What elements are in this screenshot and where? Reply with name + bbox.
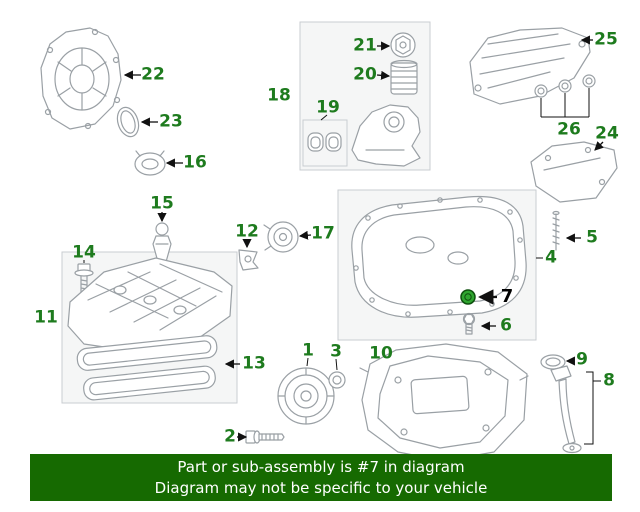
part-12-drawing [238,249,259,271]
part-24-drawing [530,141,618,203]
part-20-drawing [390,59,418,95]
part-4-drawing [351,195,527,318]
part-1-drawing [277,367,335,425]
part-6-drawing [462,312,476,335]
part-8-drawing [550,365,601,454]
callout-18[interactable]: 18 [267,85,291,106]
part-26-drawing [534,74,596,118]
part-oil-filter-housing-drawing [351,104,421,167]
banner-line1: Part or sub-assembly is #7 in diagram [177,457,465,476]
part-5-drawing [552,210,560,251]
callout-20[interactable]: 20 [353,64,377,85]
callout-2[interactable]: 2 [224,426,236,447]
callout-5[interactable]: 5 [586,227,598,248]
callout-11[interactable]: 11 [34,307,58,328]
callout-26[interactable]: 26 [557,119,581,140]
callout-7-highlighted[interactable]: 7 [500,286,514,307]
callout-15[interactable]: 15 [150,193,174,214]
callout-4[interactable]: 4 [545,247,557,268]
callout-1[interactable]: 1 [302,340,314,361]
callout-3[interactable]: 3 [330,341,342,362]
callout-23[interactable]: 23 [159,111,183,132]
callout-17[interactable]: 17 [311,223,335,244]
part-21-drawing [390,32,416,58]
part-11-drawing [67,257,233,353]
part-13-drawing [76,335,218,401]
callout-10[interactable]: 10 [369,343,393,364]
callout-9[interactable]: 9 [576,349,588,370]
part-3-drawing [328,371,346,389]
callout-24[interactable]: 24 [595,123,619,144]
part-25-drawing [469,27,591,105]
notice-banner: Part or sub-assembly is #7 in diagram Di… [30,454,612,501]
callout-21[interactable]: 21 [353,35,377,56]
callout-13[interactable]: 13 [242,353,266,374]
callout-8[interactable]: 8 [603,370,615,391]
callout-12[interactable]: 12 [235,221,259,242]
callout-16[interactable]: 16 [183,152,207,173]
part-10-drawing [359,343,529,462]
callout-6[interactable]: 6 [500,315,512,336]
part-2-drawing [245,430,285,444]
callout-22[interactable]: 22 [141,64,165,85]
part-19-drawing [307,132,342,152]
part-14-drawing [74,263,94,293]
callout-19[interactable]: 19 [316,97,340,118]
part-7-drain-plug[interactable] [460,289,476,305]
callout-14[interactable]: 14 [72,242,96,263]
part-23-drawing [116,106,140,138]
part-22-drawing [40,27,122,130]
callout-25[interactable]: 25 [594,29,618,50]
leader-arrows [83,35,604,442]
part-17-drawing [263,221,299,253]
part-16-drawing [134,150,166,176]
banner-line2: Diagram may not be specific to your vehi… [154,478,488,497]
